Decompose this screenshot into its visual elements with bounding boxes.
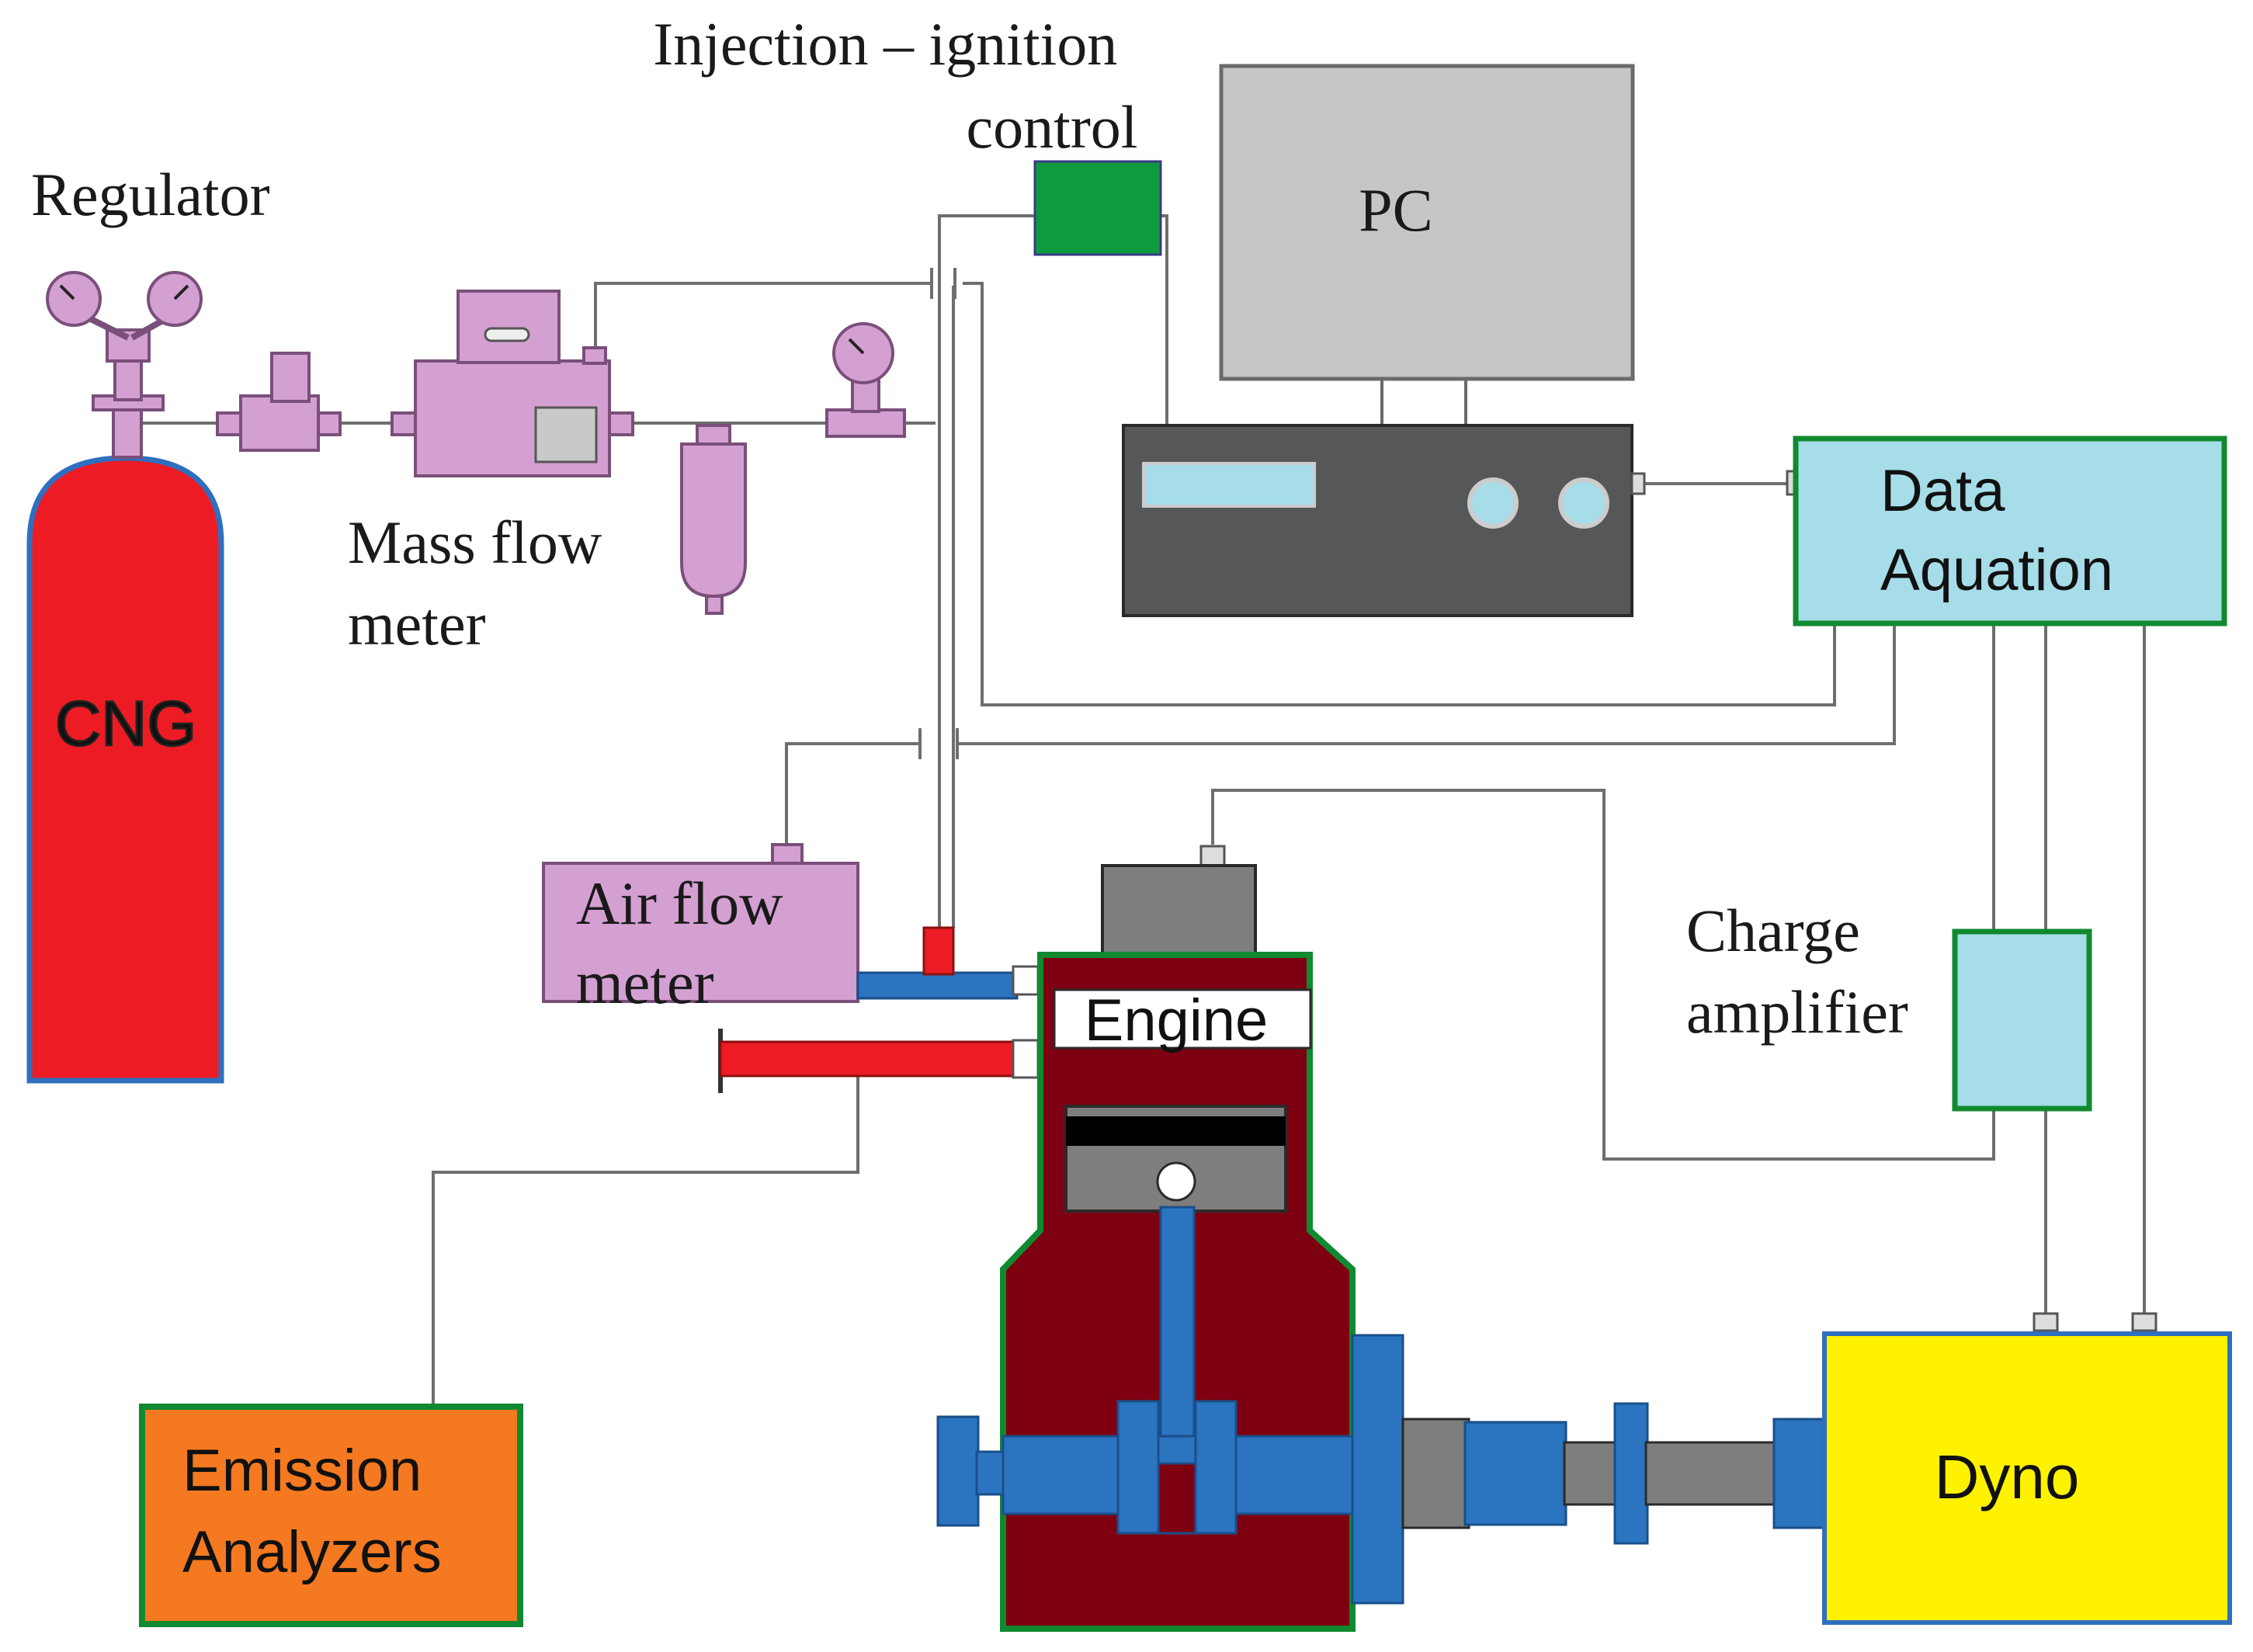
- engine: Engine: [936, 845, 1404, 1632]
- intake-pipe: [856, 971, 1019, 1000]
- drive-shaft: [1401, 1402, 1826, 1545]
- air-flow-meter: Air flow meter: [542, 843, 859, 1016]
- crankshaft: [936, 1400, 1362, 1535]
- dyno-label: Dyno: [1935, 1442, 2080, 1511]
- flywheel: [1351, 1334, 1404, 1605]
- pressure-gauge-icon: [147, 271, 203, 327]
- regulator-label: Regulator: [31, 161, 270, 228]
- regulator: [46, 271, 203, 459]
- charge-amplifier-label: Charge amplifier: [1686, 897, 1908, 1046]
- solenoid-valve: [216, 352, 342, 452]
- knob-icon: [1467, 477, 1519, 529]
- pc-monitor: PC: [1219, 64, 1635, 425]
- injection-ignition-control: [1033, 160, 1162, 256]
- connecting-rod: [1159, 1206, 1196, 1465]
- piston: [1064, 1105, 1287, 1213]
- data-acquisition-label: Data Aquation: [1880, 458, 2113, 603]
- pressure-gauge-icon: [46, 271, 102, 327]
- gas-filter: [680, 424, 747, 615]
- charge-amplifier: [1952, 928, 2092, 1112]
- engine-label: Engine: [1085, 987, 1269, 1053]
- air-flow-meter-label: Air flow meter: [576, 869, 798, 1016]
- exhaust-pipe: [718, 1029, 1040, 1093]
- dyno: Dyno: [1822, 1312, 2232, 1625]
- mass-flow-meter: [391, 290, 634, 477]
- daq-unit: [1122, 424, 1646, 617]
- emission-analyzers-label: Emission Analyzers: [182, 1438, 442, 1585]
- mass-flow-meter-label: Mass flow meter: [348, 508, 617, 658]
- line-pressure-gauge: [825, 322, 906, 438]
- emission-analyzers: Emission Analyzers: [139, 1404, 523, 1627]
- pc-label: PC: [1359, 176, 1432, 244]
- cng-cylinder: CNG: [26, 455, 224, 1084]
- fuel-injector: [922, 926, 955, 976]
- knob-icon: [1558, 477, 1609, 529]
- data-acquisition: Data Aquation: [1786, 436, 2227, 626]
- injection-control-label: Injection – ignition control: [653, 10, 1137, 161]
- cng-label: CNG: [55, 689, 196, 759]
